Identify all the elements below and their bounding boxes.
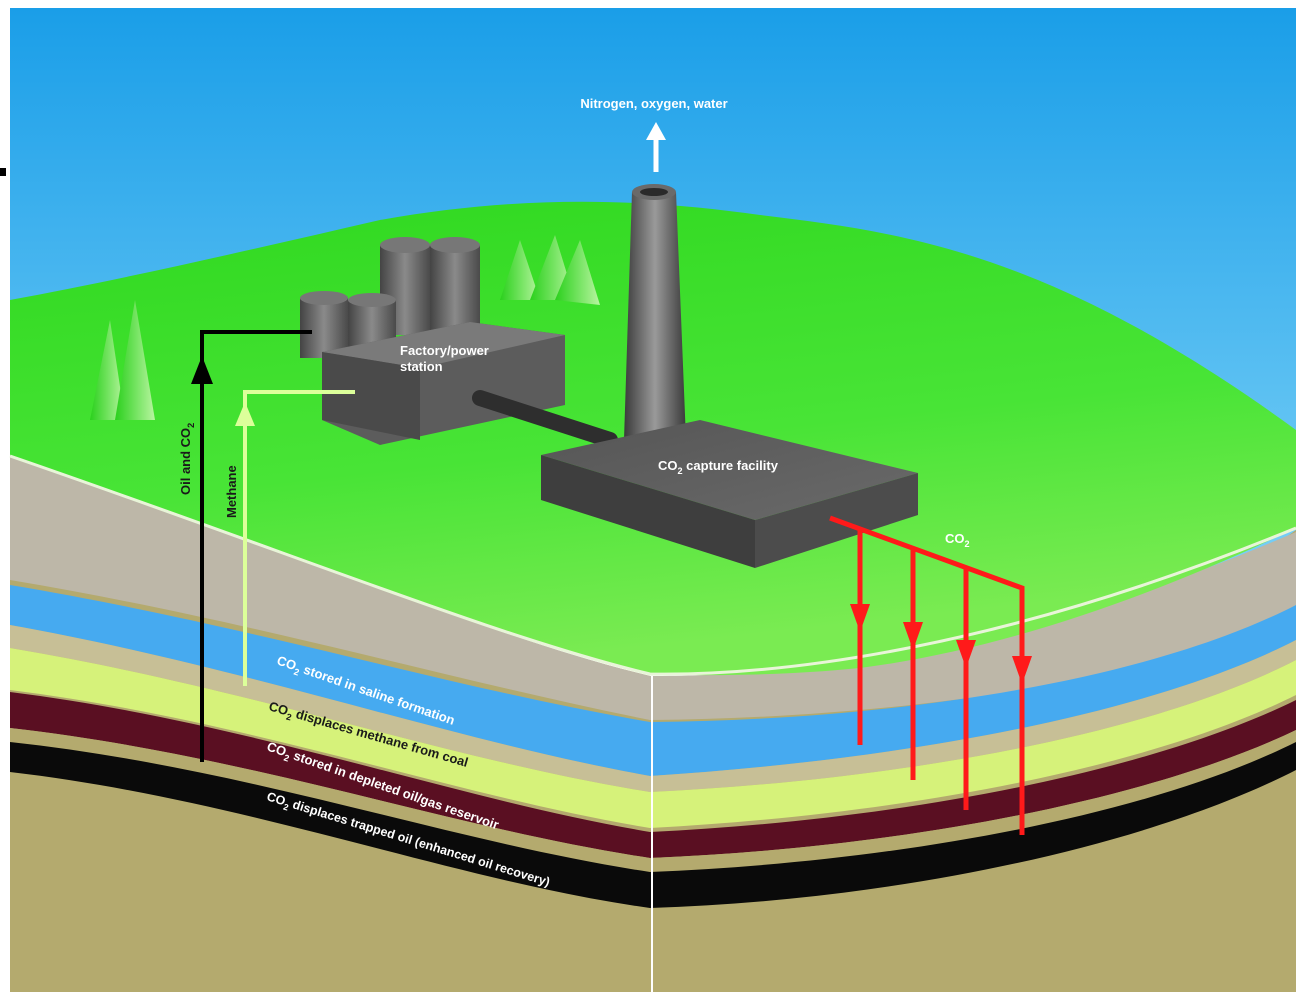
methane-label: Methane [224, 465, 239, 518]
flue-duct [472, 390, 618, 448]
co2-injection-arrowheads [850, 604, 1032, 684]
plant-label-line-2: station [400, 359, 443, 374]
co2-pipe-label: CO2 [945, 531, 970, 549]
capture-facility-label: CO2 capture facility [658, 458, 779, 476]
soil-band-2 [10, 728, 1296, 870]
coal-seam-layer [10, 648, 1296, 828]
clay-layer [10, 455, 1296, 720]
reservoir-layer [10, 692, 1296, 858]
co2-injection-pipes [829, 515, 1025, 835]
plant-label: Factory/power station [400, 343, 492, 374]
grass-edge [9, 454, 1296, 676]
trees-left [90, 300, 155, 420]
saline-layer [10, 585, 1296, 776]
oil-co2-label: Oil and CO2 [178, 423, 196, 495]
edge-mark [0, 168, 6, 176]
trees-back [500, 235, 600, 305]
soil-band [10, 625, 1296, 792]
oil-co2-arrow [191, 330, 312, 762]
power-station [300, 237, 565, 445]
exhaust-label: Nitrogen, oxygen, water [580, 96, 727, 111]
plant-label-line-1: Factory/power [400, 343, 489, 358]
exhaust-arrow [646, 122, 666, 172]
chimney [624, 184, 686, 440]
oil-layer [10, 742, 1296, 908]
methane-arrow [235, 390, 355, 686]
